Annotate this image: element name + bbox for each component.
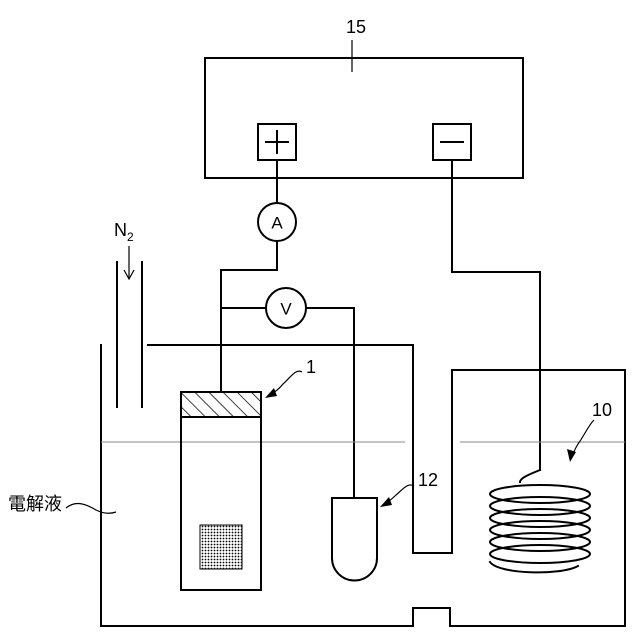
gas-label: N2 (114, 220, 134, 244)
counter-label: 10 (592, 400, 612, 420)
reference-electrode: 12 (332, 470, 438, 581)
ammeter-symbol: A (271, 214, 283, 233)
sample-hatched-cap (182, 393, 260, 417)
sample-label: 1 (306, 357, 316, 377)
voltmeter: V (266, 288, 306, 328)
positive-terminal (258, 124, 296, 160)
reference-leader-arrowhead (380, 497, 392, 507)
wire-negative (452, 160, 540, 470)
counter-electrode: 10 (490, 400, 612, 572)
reference-label: 12 (418, 470, 438, 490)
sample-exposed-area (200, 525, 242, 569)
sample-electrode: 1 (181, 357, 316, 590)
coil (490, 470, 590, 572)
voltmeter-symbol: V (280, 300, 292, 319)
electrolyte-leader (66, 504, 116, 514)
gas-inlet: N2 (114, 220, 142, 407)
electrolyte-label: 電解液 (8, 494, 62, 514)
power-supply: 15 (205, 17, 523, 178)
ammeter: A (258, 203, 296, 241)
wire-voltmeter-right (306, 308, 354, 498)
reference-body (332, 498, 377, 581)
power-supply-box (205, 58, 523, 178)
sample-leader-arrowhead (265, 388, 277, 398)
electrolyte-callout: 電解液 (8, 494, 116, 514)
negative-terminal (433, 124, 471, 160)
counter-leader (572, 420, 594, 457)
power-supply-label: 15 (346, 17, 366, 37)
wiring (221, 160, 540, 498)
